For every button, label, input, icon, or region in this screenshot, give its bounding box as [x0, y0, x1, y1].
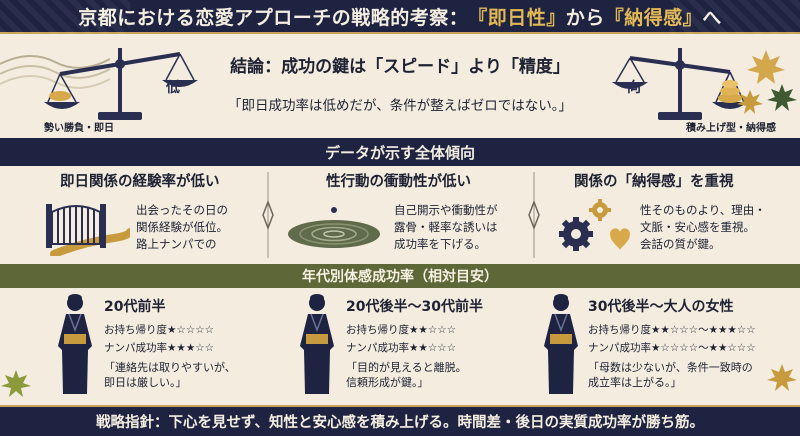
age-3-quote-line: 「母数は少ないが、条件一致時の — [588, 361, 753, 374]
trend-2-line: 自己開示や衝動性が — [394, 203, 498, 217]
age-3-title: 30代後半〜大人の女性 — [588, 299, 734, 315]
trend-3-text: 性そのものより、理由・ 文脈・安心感を重視。 会話の質が鍵。 — [640, 202, 766, 253]
trend-2-title: 性行動の衝動性が低い — [326, 174, 471, 190]
age-1-quote: 「連絡先は取りやすいが、 即日は厳しい。」 — [104, 360, 236, 390]
title-prefix: 京都における恋愛アプローチの戦略的考察： — [78, 6, 469, 29]
title-mid: から — [565, 6, 605, 29]
wave-decoration-icon — [0, 55, 110, 89]
age-3-quote: 「母数は少ないが、条件一致時の 成立率は上がる。」 — [588, 360, 753, 390]
age-heading: 年代別体感成功率（相対目安） — [0, 264, 800, 288]
age-2-quote-line: 「目的が見えると離脱。 — [346, 361, 467, 374]
strategy-footer-text: 戦略指針：下心を見せず、知性と安心感を積み上げる。時間差・後日の実質成功率が勝ち… — [96, 415, 704, 431]
maple-leaf-icon — [737, 50, 797, 114]
water-ripple-icon — [288, 207, 380, 248]
kimono-woman-icon — [544, 294, 578, 394]
age-heading-text: 年代別体感成功率（相対目安） — [302, 269, 498, 285]
trend-2-text: 自己開示や衝動性が 露骨・軽率な誘いは 成功率を下げる。 — [394, 202, 498, 253]
divider-ornament-icon — [262, 172, 274, 258]
age-1-takeaway-rating: お持ち帰り度★☆☆☆☆ — [104, 324, 215, 336]
maple-leaf-icon — [767, 364, 797, 391]
trend-3-title: 関係の「納得感」を重視 — [574, 174, 734, 190]
trend-1-line: 出会ったその日の — [136, 203, 228, 217]
age-1-quote-line: 即日は厳しい。」 — [104, 376, 187, 389]
strategy-footer: 戦略指針：下心を見せず、知性と安心感を積み上げる。時間差・後日の実質成功率が勝ち… — [0, 405, 800, 436]
trends-heading: データが示す全体傾向 — [0, 138, 800, 166]
age-3-quote-line: 成立率は上がる。」 — [588, 376, 682, 389]
left-scale-label: 勢い勝負・即日 — [44, 123, 114, 134]
age-2-quote-line: 信頼形成が鍵。」 — [346, 376, 429, 389]
divider-ornament-icon — [528, 172, 540, 258]
right-scale-label: 積み上げ型・納得感 — [686, 123, 776, 134]
title-suffix: へ — [702, 6, 722, 29]
trend-3-line: 性そのものより、理由・ — [640, 203, 766, 217]
age-3-nampa-rating: ナンパ成功率★☆☆☆☆〜★★☆☆☆ — [588, 342, 756, 354]
age-2-nampa-rating: ナンパ成功率★★☆☆☆ — [346, 342, 457, 354]
trend-1-line: 路上ナンパでの — [136, 237, 217, 251]
trend-3-line: 文脈・安心感を重視。 — [640, 220, 755, 234]
gears-heart-icon — [559, 199, 630, 251]
page-header: 京都における恋愛アプローチの戦略的考察： 『即日性』 から 『納得感』 へ — [0, 0, 800, 34]
conclusion-panel: 低 勢い勝負・即日 結論：成功の鍵は「スピード」より「精度」 「即日成功率は低め… — [0, 36, 800, 136]
trend-2-line: 成功率を下げる。 — [394, 237, 486, 251]
age-1-nampa-rating: ナンパ成功率★★★☆☆ — [104, 342, 215, 354]
balance-scale-left-icon — [44, 48, 198, 120]
age-1-title: 20代前半 — [104, 299, 166, 315]
title-emphasis-2: 『納得感』 — [604, 6, 703, 29]
age-2-quote: 「目的が見えると離脱。 信頼形成が鍵。」 — [346, 360, 467, 390]
trend-3-line: 会話の質が鍵。 — [640, 237, 721, 251]
trend-1-text: 出会ったその日の 関係経験が低位。 路上ナンパでの — [136, 202, 228, 253]
age-2-takeaway-rating: お持ち帰り度★★☆☆☆ — [346, 324, 457, 336]
title-emphasis-1: 『即日性』 — [468, 6, 566, 29]
balance-scale-right-icon — [612, 48, 748, 120]
trends-heading-text: データが示す全体傾向 — [324, 143, 475, 162]
age-3-takeaway-rating: お持ち帰り度★★☆☆☆〜★★★☆☆ — [588, 324, 756, 336]
trend-1-title: 即日関係の経験率が低い — [60, 174, 220, 190]
kimono-woman-icon — [58, 294, 92, 394]
right-scale-pan-text: 向 — [627, 80, 641, 96]
kimono-woman-icon — [300, 294, 334, 394]
age-1-quote-line: 「連絡先は取りやすいが、 — [104, 361, 236, 374]
conclusion-quote: 「即日成功率は低めだが、条件が整えばゼロではない。」 — [228, 98, 572, 114]
left-scale-pan-text: 低 — [166, 80, 180, 96]
age-2-title: 20代後半〜30代前半 — [346, 299, 483, 315]
trend-1-line: 関係経験が低位。 — [136, 220, 228, 234]
gate-icon — [46, 204, 130, 256]
conclusion-title: 結論：成功の鍵は「スピード」より「精度」 — [230, 57, 570, 77]
trend-2-line: 露骨・軽率な誘いは — [394, 220, 498, 234]
maple-leaf-icon — [1, 370, 31, 397]
